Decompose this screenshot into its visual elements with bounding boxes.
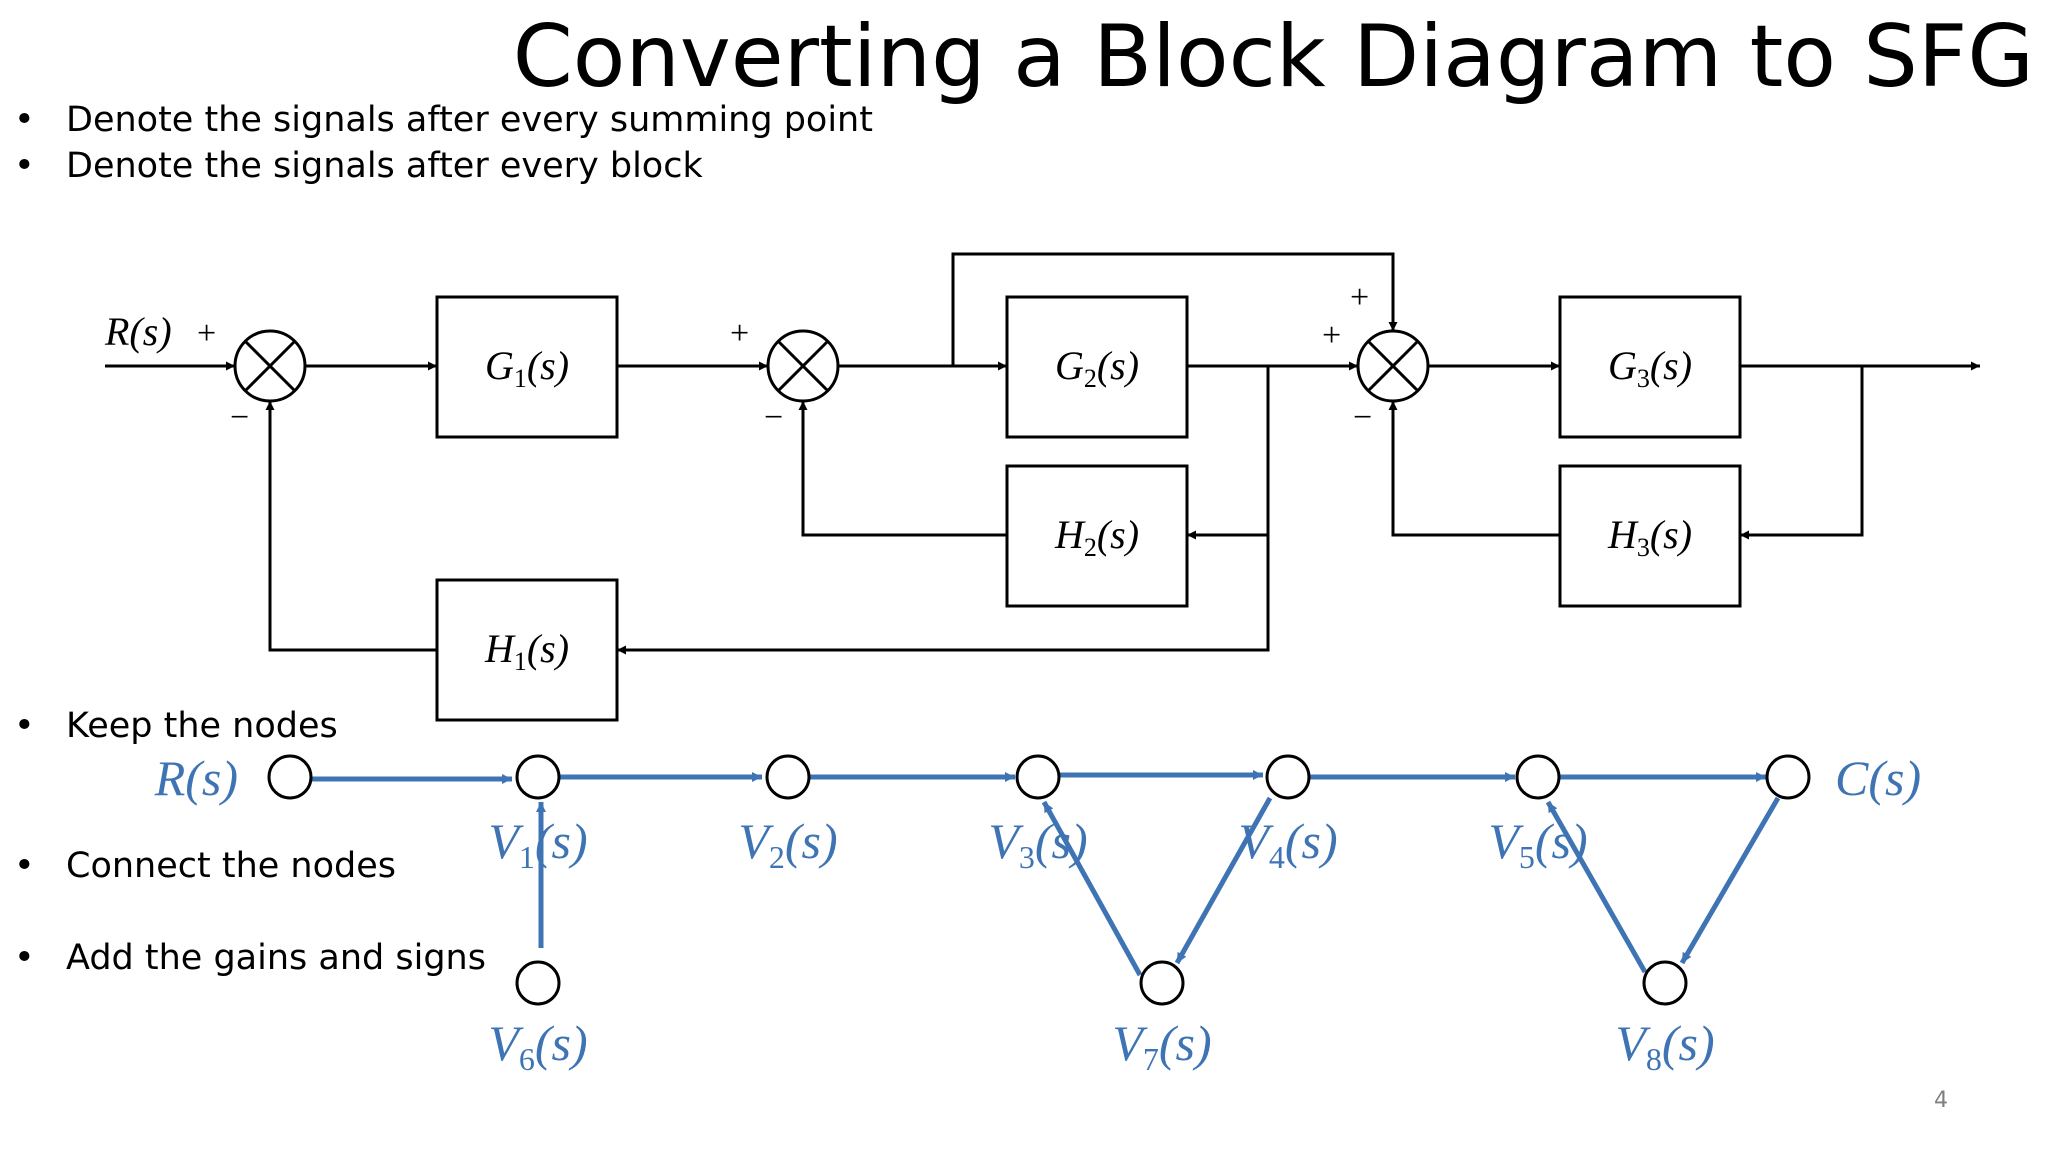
- feedback-line: [1740, 366, 1864, 540]
- sfg-node-v4: [1265, 754, 1311, 800]
- sfg-label-v8: V8(s): [1615, 1015, 1714, 1077]
- plus-sign: +: [1322, 317, 1341, 354]
- sfg-label-v7: V7(s): [1112, 1015, 1211, 1077]
- block-g3-label: G3(s): [1608, 343, 1692, 393]
- sfg-node-v6: [515, 960, 561, 1006]
- signal-flow-graph: [310, 770, 1781, 977]
- sfg-node-v3: [1015, 754, 1061, 800]
- minus-sign: −: [1353, 399, 1372, 436]
- plus-sign: +: [730, 315, 749, 352]
- sfg-node-v2: [765, 754, 811, 800]
- sfg-branch: [1545, 800, 1648, 974]
- feedback-line: [1388, 401, 1560, 537]
- block-h1-label: H1(s): [484, 626, 569, 676]
- sfg-label-v6: V6(s): [488, 1015, 587, 1077]
- sfg-branch: [1041, 800, 1143, 977]
- sfg-node-v7: [1139, 960, 1185, 1006]
- block-h3-label: H3(s): [1607, 512, 1692, 562]
- minus-sign: −: [230, 399, 249, 436]
- summing-junction-3: [1356, 329, 1430, 403]
- input-label: R(s): [104, 309, 172, 354]
- sfg-node-r: [267, 754, 313, 800]
- plus-sign: +: [1350, 279, 1369, 316]
- feedforward-line: [951, 252, 1398, 366]
- sfg-label-v3: V3(s): [988, 813, 1087, 875]
- slide-title: Converting a Block Diagram to SFG: [512, 7, 2034, 107]
- feedback-line: [1187, 366, 1270, 540]
- block-g2-label: G2(s): [1055, 343, 1139, 393]
- page-number: 4: [1934, 1088, 1948, 1113]
- feedback-line: [798, 401, 1007, 537]
- sfg-label-v5: V5(s): [1488, 813, 1587, 875]
- plus-sign: +: [197, 315, 216, 352]
- sfg-node-v5: [1515, 754, 1561, 800]
- sfg-node-v8: [1642, 960, 1688, 1006]
- block-g1-label: G1(s): [485, 343, 569, 393]
- summing-junction-1: [233, 329, 307, 403]
- sfg-branch: [1174, 796, 1273, 965]
- feedback-line: [265, 401, 437, 652]
- bullet-item: •Keep the nodes: [14, 706, 338, 746]
- sfg-node-v1: [515, 754, 561, 800]
- bullet-item: •Denote the signals after every summing …: [14, 100, 873, 140]
- bullet-item: •Add the gains and signs: [14, 938, 486, 978]
- sfg-label-r: R(s): [154, 750, 238, 806]
- sfg-label-v1: V1(s): [488, 813, 587, 875]
- summing-junction-2: [766, 329, 840, 403]
- feedback-line: [617, 535, 1270, 655]
- sfg-label-v4: V4(s): [1238, 813, 1337, 875]
- bullet-item: •Denote the signals after every block: [14, 146, 703, 186]
- bullet-item: •Connect the nodes: [14, 846, 396, 886]
- block-h2-label: H2(s): [1054, 512, 1139, 562]
- sfg-branch: [1679, 796, 1781, 965]
- sfg-label-c: C(s): [1835, 750, 1921, 806]
- sfg-node-c: [1765, 754, 1811, 800]
- block-diagram: [105, 252, 1980, 722]
- minus-sign: −: [764, 399, 783, 436]
- sfg-label-v2: V2(s): [738, 813, 837, 875]
